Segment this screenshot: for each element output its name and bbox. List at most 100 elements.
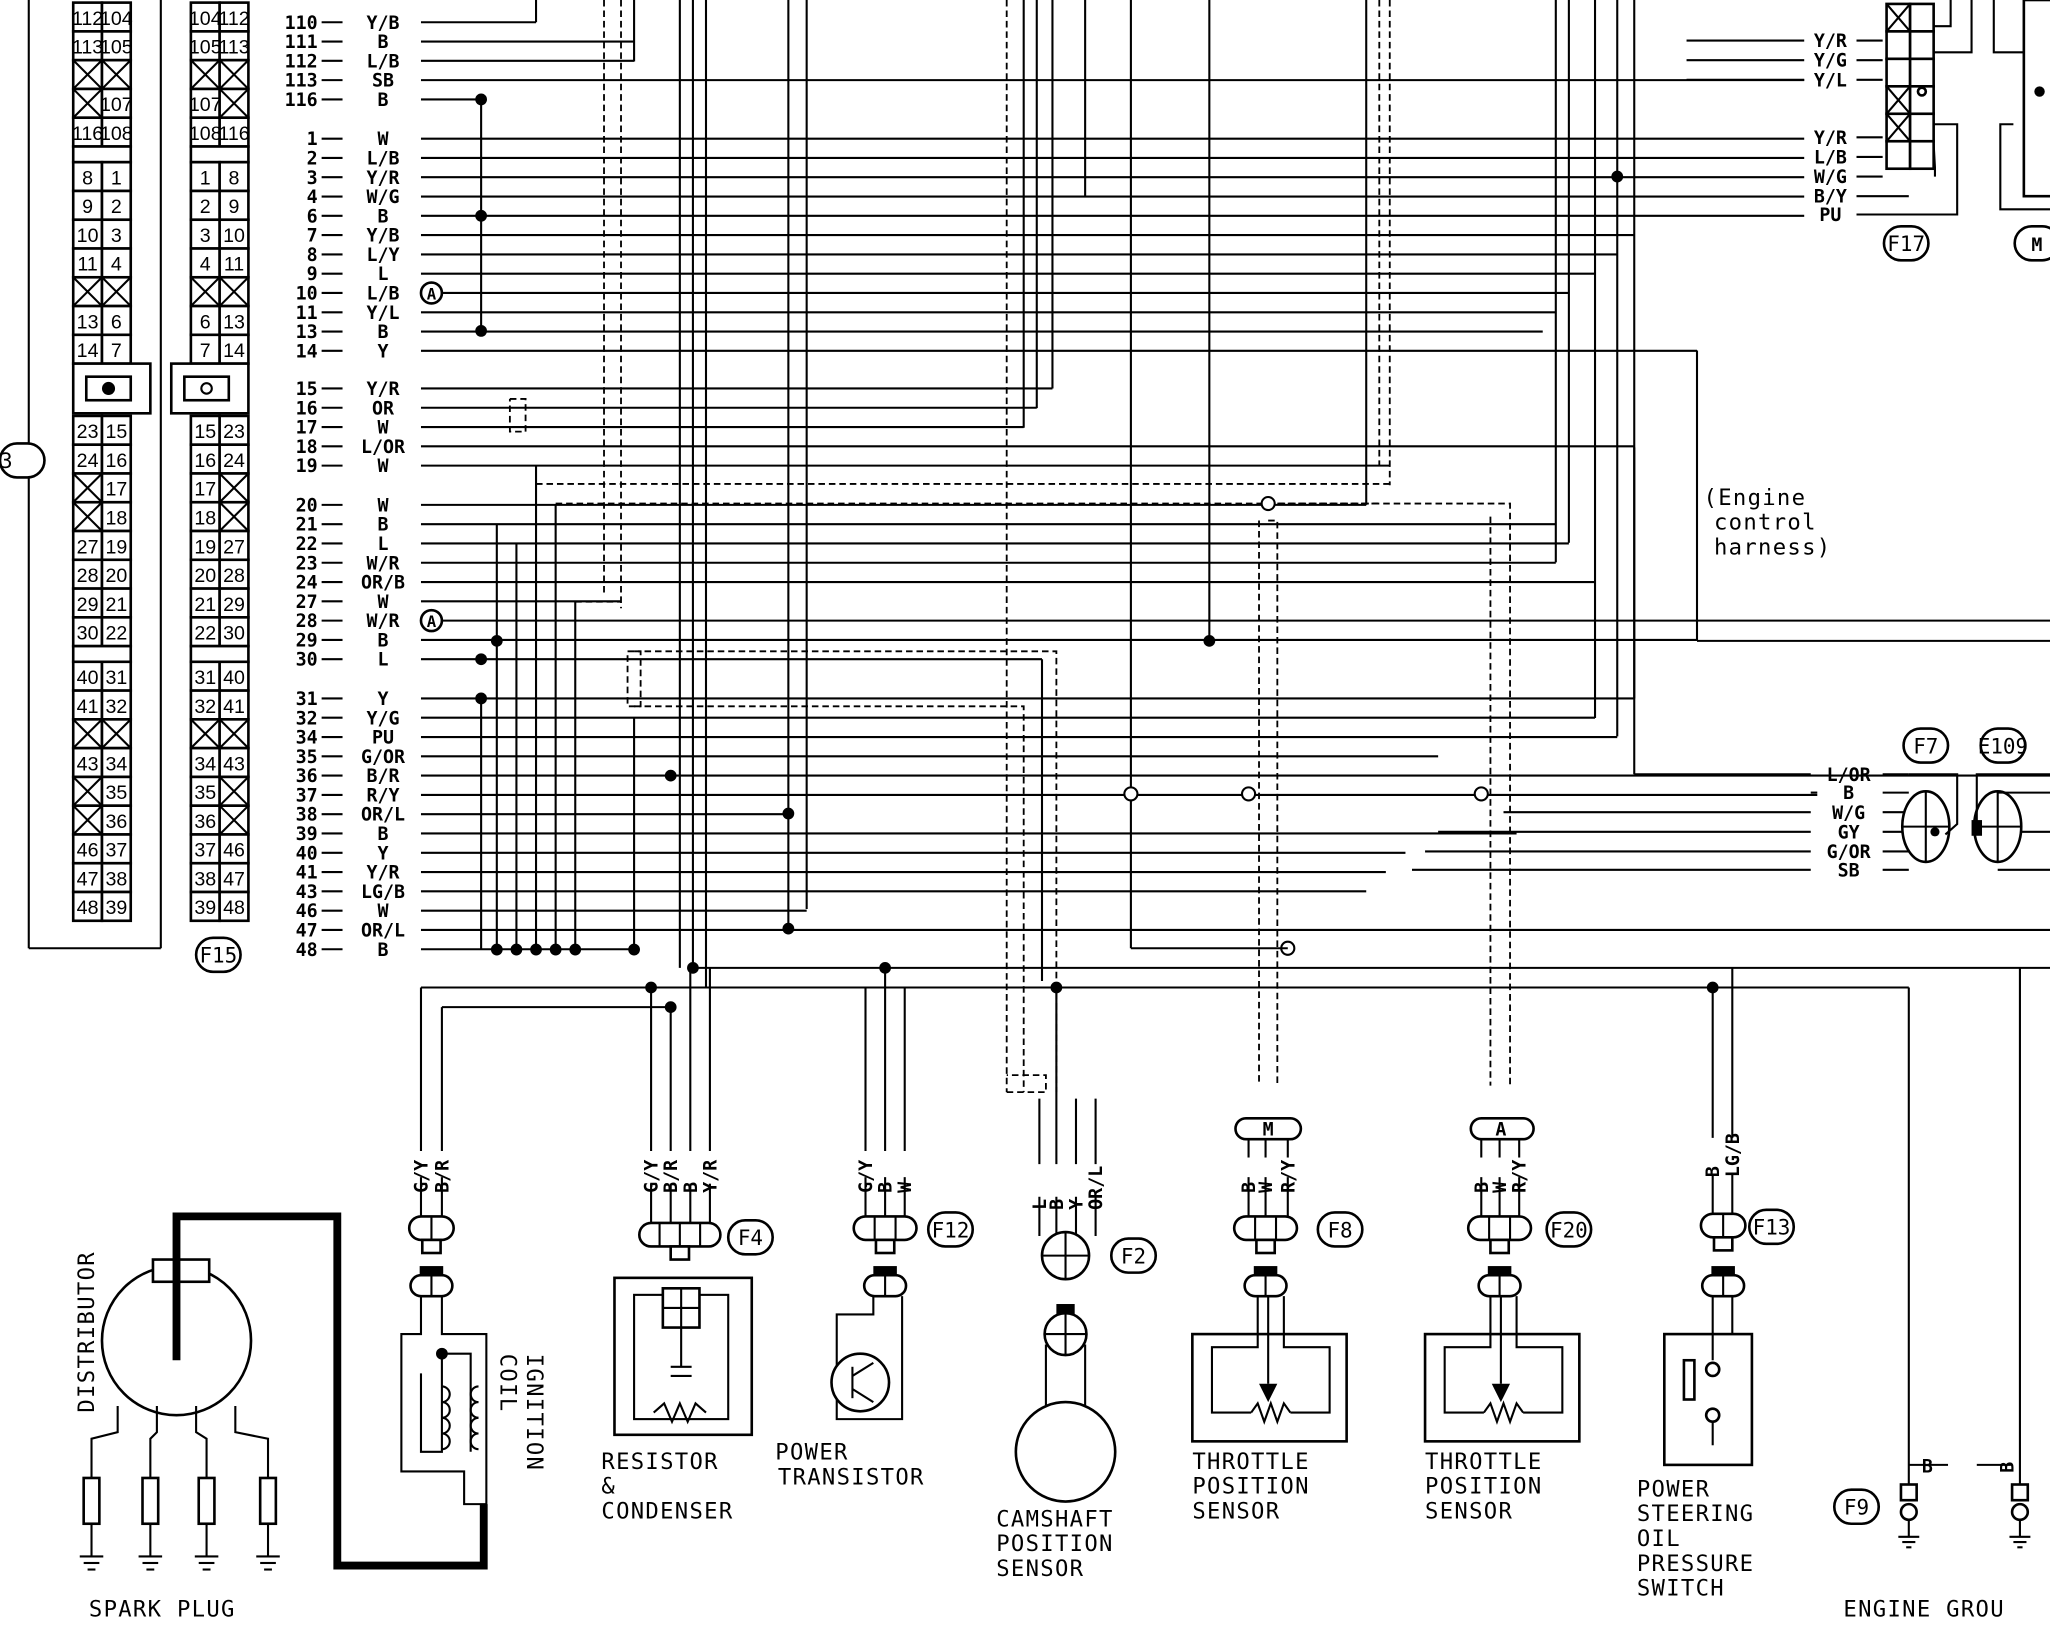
- ecm-connector-harness-side-pin: 47: [77, 868, 99, 890]
- resistor-condenser-label: CONDENSER: [601, 1499, 733, 1525]
- pin-number: 37: [296, 785, 318, 806]
- wire-color-code: Y/L: [367, 303, 400, 324]
- ecm-connector-terminal-side-pin: 36: [194, 811, 216, 833]
- ecm-connector-terminal-side-pin: 107: [189, 94, 222, 116]
- ecm-connector-terminal-side-pin: 41: [223, 696, 245, 718]
- resistor-condenser-label: &: [601, 1474, 616, 1500]
- ecm-connector-terminal-side-cell: [218, 189, 250, 222]
- distributor-cap: [151, 1258, 211, 1284]
- ecm-connector-harness-side-cell: [100, 804, 133, 836]
- pin-number: 46: [296, 901, 318, 922]
- wire-color-code: W: [378, 495, 390, 516]
- sensor-plug-key: [1487, 1266, 1512, 1277]
- blocked-cell-icon: [72, 718, 103, 749]
- junction-dot: [1203, 635, 1216, 647]
- junction-dot: [628, 943, 640, 956]
- f17-cell: [1885, 139, 1912, 171]
- blocked-cell-icon: [1885, 3, 1911, 33]
- secondary-coil-icon: [469, 1432, 479, 1451]
- ecm-connector-harness-side-pin: 15: [105, 421, 127, 443]
- junction-dot: [569, 943, 582, 956]
- f17-cell: [1908, 112, 1935, 143]
- connector-label-e109-outline: [1979, 727, 2027, 764]
- marker-m-outline: [1234, 1116, 1303, 1141]
- ecm-connector-terminal-side-pin: 20: [194, 565, 216, 587]
- ecm-connector-harness-side-pin: 19: [105, 536, 127, 558]
- ecm-connector-terminal-side-pin: 39: [194, 897, 216, 919]
- ground-eyelet-icon: [2010, 1502, 2030, 1522]
- blocked-cell-icon: [218, 776, 250, 807]
- ecm-connector-harness-side-pin: 11: [77, 254, 97, 276]
- pin-number: 34: [296, 728, 318, 749]
- connector-label-f17: F17: [1887, 232, 1925, 256]
- ps-switch-box: [1663, 1332, 1754, 1467]
- ecm-connector-harness-side-cell: [100, 500, 133, 533]
- pin-number: 112: [285, 51, 318, 72]
- ecm-connector-harness-side-pin: 3: [111, 225, 122, 247]
- pin-number: 19: [296, 456, 318, 477]
- ecm-connector-terminal-side-pin: 1: [200, 167, 211, 189]
- marker-a: A: [1495, 1119, 1506, 1140]
- ecm-connector-harness-side-cell: [100, 160, 133, 193]
- connector-label-f13: F13: [1753, 1216, 1791, 1240]
- f17-wire-color: PU: [1819, 205, 1841, 226]
- plug-lead: [195, 1406, 208, 1478]
- f17-wire-color: Y/G: [1814, 51, 1847, 72]
- ecm-connector-harness-side-cell: [71, 30, 104, 62]
- ecm-connector-terminal-side-cell: [218, 30, 250, 62]
- ecm-connector-terminal-side-pin: 3: [200, 225, 211, 247]
- ecm-connector-terminal-side-pin: 7: [200, 340, 211, 362]
- ecm-connector-harness-side-gap: [71, 145, 133, 164]
- shield-wire: [1268, 519, 1279, 1086]
- ecm-connector-harness-side-pin: 23: [77, 421, 99, 443]
- wiper-arrow-icon: [1491, 1383, 1511, 1403]
- wire-color-code: R/Y: [1278, 1160, 1299, 1193]
- resistor-condenser-label: RESISTOR: [601, 1449, 718, 1475]
- ecm-connector-terminal-side-pin: 46: [223, 840, 245, 862]
- power-steering-switch-label: PRESSURE: [1637, 1551, 1754, 1577]
- junction-dot: [510, 943, 523, 956]
- wire-color-code: L/OR: [361, 437, 406, 458]
- primary-coil-icon: [441, 1401, 451, 1419]
- f7-wire-color: GY: [1838, 822, 1860, 843]
- ecm-connector-terminal-side-pin: 40: [223, 667, 245, 689]
- f7-wire-color: G/OR: [1827, 842, 1872, 863]
- pin-number: 1: [307, 129, 318, 150]
- pin-number: 18: [296, 437, 318, 458]
- blocked-cell-icon: [72, 472, 103, 503]
- ecm-connector-terminal-side-pin: 24: [223, 450, 245, 472]
- pin-number: 16: [296, 398, 318, 419]
- sensor-plug-key: [1711, 1266, 1735, 1277]
- wiper-arrow-icon: [1259, 1383, 1278, 1403]
- ecm-connector-harness-side-pin: 40: [77, 667, 99, 689]
- blocked-cell-icon: [1885, 113, 1911, 142]
- connector-label-f17-outline: [1882, 224, 1930, 262]
- connector-label-f20-outline: [1545, 1211, 1593, 1248]
- f17-wire-color: W/G: [1814, 167, 1847, 188]
- junction-dot: [475, 692, 488, 705]
- tps-wire: [1210, 1296, 1259, 1414]
- splice-marker-label: A: [427, 612, 437, 631]
- ecm-connector-terminal-side-pin: 2: [200, 196, 211, 218]
- throttle-position-sensor-label: POSITION: [1425, 1474, 1542, 1500]
- next-connector: [2022, 0, 2050, 198]
- wire-color-code: B/R: [661, 1159, 682, 1193]
- wire-color-code: L/B: [367, 284, 400, 305]
- ecm-connector-terminal-side-pin: 105: [189, 37, 222, 59]
- shield-wire: [634, 705, 1025, 1093]
- wire-color-code: W/R: [367, 611, 401, 632]
- ignition-coil-label: COIL: [495, 1354, 521, 1413]
- blocked-cell-icon: [190, 59, 221, 90]
- wire-color-code: G/Y: [856, 1160, 877, 1193]
- wire-color-code: G/Y: [412, 1160, 433, 1193]
- ecm-connector-harness-side-pin: 39: [105, 897, 127, 919]
- pin-number: 3: [307, 168, 318, 189]
- spark-plug-icon: [197, 1476, 216, 1526]
- wire-color-code: B: [1703, 1166, 1724, 1177]
- pin-number: 9: [307, 264, 318, 285]
- junction-dot: [782, 922, 795, 935]
- transistor-icon: [830, 1352, 891, 1413]
- marker-a-outline: [1469, 1116, 1535, 1141]
- ecm-connector-harness-side-cell: [100, 333, 133, 365]
- throttle-position-sensor-label: THROTTLE: [1192, 1449, 1309, 1475]
